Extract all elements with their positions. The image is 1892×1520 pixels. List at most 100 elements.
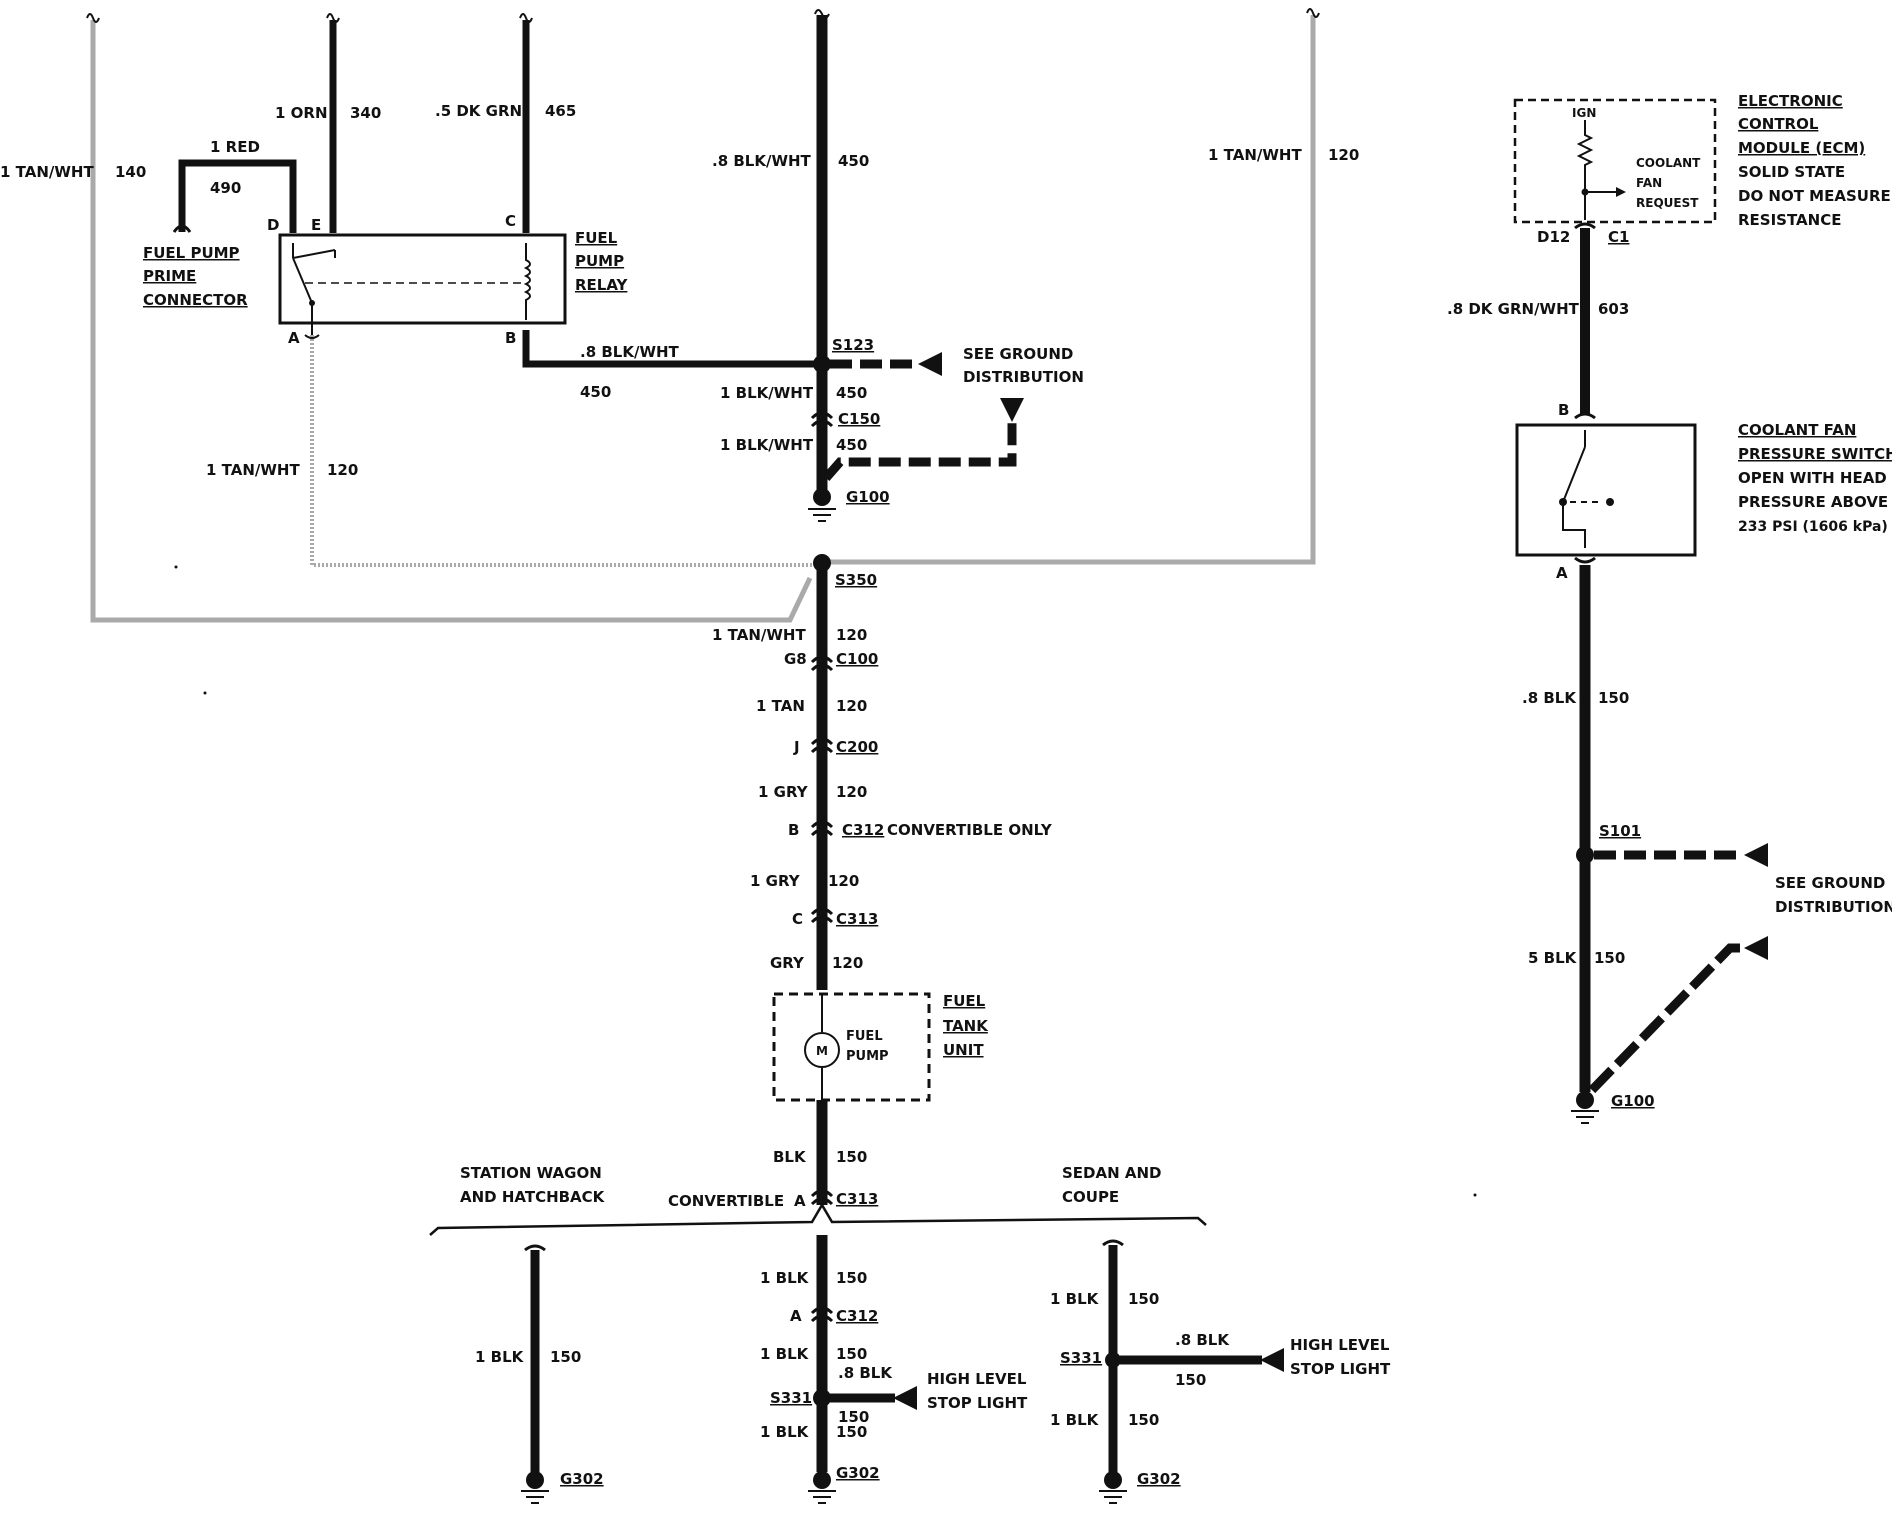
ecm-line: DO NOT MEASURE bbox=[1738, 187, 1891, 205]
arrow-stop bbox=[893, 1386, 917, 1410]
pin-label: E bbox=[311, 216, 321, 234]
high-stop-line: STOP LIGHT bbox=[1290, 1360, 1391, 1378]
connector-ref: C312 bbox=[842, 821, 884, 839]
ecm-line: SOLID STATE bbox=[1738, 163, 1845, 181]
coolant-fan-request-line: FAN bbox=[1636, 176, 1662, 190]
switch-contacts bbox=[1562, 430, 1586, 548]
wire-tan-120-right bbox=[822, 15, 1316, 565]
circuit-number: 120 bbox=[832, 954, 863, 972]
circuit-number: 150 bbox=[836, 1345, 867, 1363]
convertible-only-note: CONVERTIBLE ONLY bbox=[887, 821, 1053, 839]
break-symbol-blkwht-450 bbox=[814, 9, 830, 19]
wire-ground-dash-4 bbox=[1588, 943, 1748, 1094]
ground-g100 bbox=[813, 488, 831, 506]
relay-pin-a bbox=[304, 303, 320, 339]
ecm-line: RESISTANCE bbox=[1738, 211, 1841, 229]
circuit-number: 450 bbox=[836, 436, 867, 454]
wire-label: 1 BLK/WHT bbox=[720, 436, 814, 454]
wire-label: 1 BLK bbox=[475, 1348, 525, 1366]
connector-c200 bbox=[810, 737, 834, 754]
connector-c313-bottom bbox=[810, 1189, 834, 1206]
fuel-pump-relay-line: RELAY bbox=[575, 276, 629, 294]
wire-red-490 bbox=[178, 159, 297, 233]
high-stop-line: HIGH LEVEL bbox=[1290, 1336, 1390, 1354]
wire-label: 1 TAN/WHT bbox=[206, 461, 300, 479]
pin-label: B bbox=[788, 821, 799, 839]
connector-symbol bbox=[1102, 1239, 1124, 1247]
wire-label: 1 GRY bbox=[750, 872, 801, 890]
circuit-number: 140 bbox=[115, 163, 146, 181]
ground-g302 bbox=[526, 1471, 544, 1489]
connector-symbol bbox=[524, 1244, 546, 1252]
high-stop-line: HIGH LEVEL bbox=[927, 1370, 1027, 1388]
connector-c312-bottom bbox=[810, 1306, 834, 1323]
wire-label: 1 BLK bbox=[760, 1269, 810, 1287]
motor-icon bbox=[804, 1032, 840, 1068]
arrow-ground-3 bbox=[1744, 843, 1768, 867]
ecm-box bbox=[1513, 98, 1717, 224]
arrow-ground-2 bbox=[1000, 398, 1024, 422]
pin-label: G8 bbox=[784, 650, 807, 668]
ecm-ign-label: IGN bbox=[1572, 106, 1596, 120]
circuit-number: 120 bbox=[327, 461, 358, 479]
ground-symbol bbox=[1571, 1110, 1599, 1124]
circuit-number: 603 bbox=[1598, 300, 1629, 318]
variant-bracket bbox=[429, 1202, 1207, 1236]
wire-ground-dash-2 bbox=[822, 420, 1017, 481]
wire-label: 1 TAN/WHT bbox=[0, 163, 94, 181]
ground-ref: G100 bbox=[1611, 1092, 1655, 1110]
connector-switch-b bbox=[1574, 412, 1596, 420]
circuit-number: 120 bbox=[836, 697, 867, 715]
connector-c1 bbox=[1574, 222, 1596, 230]
connector-c100 bbox=[810, 655, 834, 672]
connector-ref: C100 bbox=[836, 650, 878, 668]
connector-c312 bbox=[810, 820, 834, 837]
wire-label: 1 ORN bbox=[275, 104, 328, 122]
fuel-pump-prime-line: CONNECTOR bbox=[143, 291, 248, 309]
splice-s123 bbox=[813, 355, 831, 373]
wire-label: .8 BLK bbox=[1522, 689, 1577, 707]
ground-ref: G100 bbox=[846, 488, 890, 506]
pin-label: A bbox=[794, 1192, 806, 1210]
fuel-pump-relay-box bbox=[278, 233, 567, 325]
break-symbol-orn-340 bbox=[326, 13, 340, 23]
ecm-line: CONTROL bbox=[1738, 115, 1819, 133]
ground-symbol bbox=[808, 1490, 836, 1504]
wire-label: 1 TAN bbox=[756, 697, 805, 715]
pin-label: A bbox=[288, 329, 300, 347]
connector-ref: C1 bbox=[1608, 228, 1629, 246]
splice-s101 bbox=[1576, 846, 1594, 864]
wire-tan-140 bbox=[90, 20, 813, 623]
ground-g100-right bbox=[1576, 1091, 1594, 1109]
connector-ref: C200 bbox=[836, 738, 878, 756]
pressure-switch-line: COOLANT FAN bbox=[1738, 421, 1856, 439]
wire-label: 1 BLK bbox=[1050, 1290, 1100, 1308]
relay-coil bbox=[523, 243, 531, 320]
pin-label: B bbox=[505, 329, 516, 347]
wire-label: GRY bbox=[770, 954, 805, 972]
splice-s350 bbox=[813, 554, 831, 572]
wire-label: BLK bbox=[773, 1148, 807, 1166]
wire-relay-b-450 bbox=[522, 330, 822, 368]
wire-label: 5 BLK bbox=[1528, 949, 1578, 967]
switch-contact bbox=[1606, 498, 1614, 506]
pressure-switch-line: PRESSURE ABOVE bbox=[1738, 493, 1888, 511]
connector-symbol bbox=[172, 224, 192, 233]
connector-c150 bbox=[810, 411, 834, 428]
connector-ref: C313 bbox=[836, 1190, 878, 1208]
pin-label: A bbox=[790, 1307, 802, 1325]
circuit-number: 150 bbox=[836, 1148, 867, 1166]
pin-label: D12 bbox=[1537, 228, 1570, 246]
pressure-switch-line: OPEN WITH HEAD bbox=[1738, 469, 1887, 487]
arrow-request bbox=[1616, 187, 1626, 197]
wire-label: .8 BLK/WHT bbox=[712, 152, 812, 170]
pin-label: C bbox=[505, 212, 516, 230]
wire-label: 1 BLK bbox=[760, 1345, 810, 1363]
speck bbox=[174, 565, 178, 569]
circuit-number: 450 bbox=[580, 383, 611, 401]
circuit-number: 450 bbox=[838, 152, 869, 170]
convertible-label: CONVERTIBLE bbox=[668, 1192, 784, 1210]
wire-label: .8 BLK/WHT bbox=[580, 343, 680, 361]
connector-ref: C150 bbox=[838, 410, 880, 428]
